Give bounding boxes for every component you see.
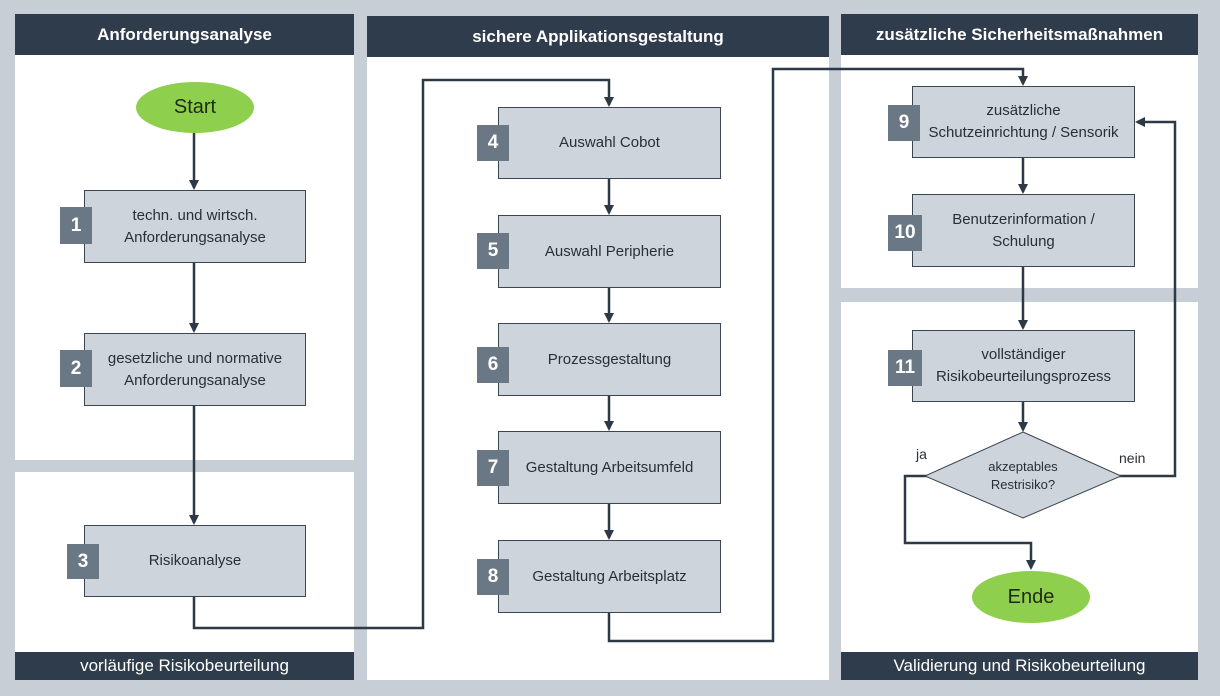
step-5-box: Auswahl Peripherie bbox=[498, 215, 721, 288]
step-9-number: 9 bbox=[888, 105, 920, 141]
decision-yes-label: ja bbox=[916, 446, 927, 462]
decision-diamond bbox=[923, 431, 1123, 519]
step-2-label: gesetzliche und normative Anforderungsan… bbox=[107, 349, 283, 389]
start-terminal: Start bbox=[136, 82, 254, 133]
step-1-box: techn. und wirtsch. Anforderungsanalyse bbox=[84, 190, 306, 263]
left-column-footer: vorläufige Risikobeurteilung bbox=[15, 652, 354, 680]
step-5-label: Auswahl Peripherie bbox=[544, 242, 675, 260]
step-10-label: Benutzerinformation / Schulung bbox=[952, 210, 1095, 250]
step-11-box: vollständiger Risikobeurteilungsprozess bbox=[912, 330, 1135, 402]
step-7-box: Gestaltung Arbeitsumfeld bbox=[498, 431, 721, 504]
step-10-box: Benutzerinformation / Schulung bbox=[912, 194, 1135, 267]
step-11-label: vollständiger Risikobeurteilungsprozess bbox=[935, 346, 1112, 385]
step-8-label: Gestaltung Arbeitsplatz bbox=[532, 567, 687, 585]
step-9-box: zusätzliche Schutzeinrichtung / Sensorik bbox=[912, 86, 1135, 158]
step-4-number: 4 bbox=[477, 125, 509, 161]
step-2-box: gesetzliche und normative Anforderungsan… bbox=[84, 333, 306, 406]
step-7-label: Gestaltung Arbeitsumfeld bbox=[525, 458, 694, 476]
left-column-header: Anforderungsanalyse bbox=[15, 14, 354, 55]
step-4-box: Auswahl Cobot bbox=[498, 107, 721, 179]
right-column-footer: Validierung und Risikobeurteilung bbox=[841, 652, 1198, 680]
decision-no-label: nein bbox=[1119, 450, 1146, 466]
step-11-number: 11 bbox=[888, 350, 922, 386]
right-column-header: zusätzliche Sicherheitsmaßnahmen bbox=[841, 14, 1198, 55]
decision-label: akzeptables Restrisiko? bbox=[988, 459, 1058, 492]
step-8-box: Gestaltung Arbeitsplatz bbox=[498, 540, 721, 613]
step-3-label: Risikoanalyse bbox=[148, 552, 242, 569]
step-8-number: 8 bbox=[477, 559, 509, 595]
middle-column-header: sichere Applikationsgestaltung bbox=[367, 16, 829, 57]
step-6-box: Prozessgestaltung bbox=[498, 323, 721, 396]
step-7-number: 7 bbox=[477, 450, 509, 486]
step-10-number: 10 bbox=[888, 215, 922, 251]
step-1-label: techn. und wirtsch. Anforderungsanalyse bbox=[124, 206, 266, 246]
step-3-box: Risikoanalyse bbox=[84, 525, 306, 597]
step-6-label: Prozessgestaltung bbox=[547, 350, 672, 368]
step-4-label: Auswahl Cobot bbox=[559, 134, 660, 151]
step-3-number: 3 bbox=[67, 544, 99, 579]
step-5-number: 5 bbox=[477, 233, 509, 269]
step-1-number: 1 bbox=[60, 207, 92, 244]
step-2-number: 2 bbox=[60, 350, 92, 387]
step-9-label: zusätzliche Schutzeinrichtung / Sensorik bbox=[928, 102, 1119, 141]
step-6-number: 6 bbox=[477, 347, 509, 383]
end-terminal: Ende bbox=[972, 571, 1090, 623]
